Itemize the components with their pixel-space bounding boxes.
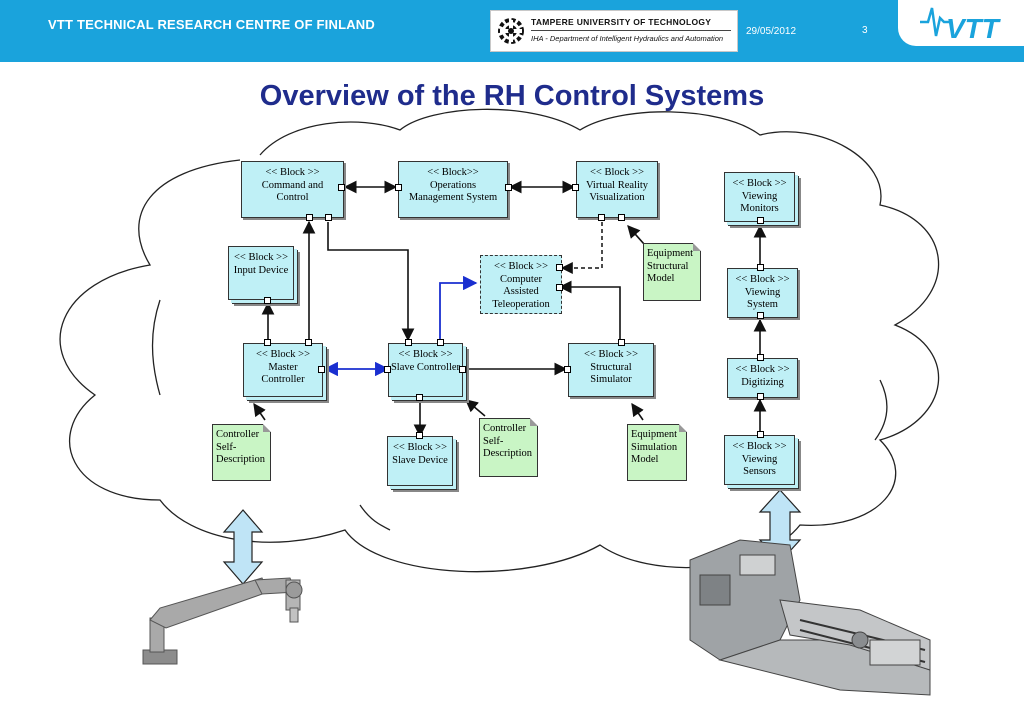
header-bar: VTT TECHNICAL RESEARCH CENTRE OF FINLAND… <box>0 0 1024 62</box>
slide-date: 29/05/2012 <box>746 26 797 37</box>
slide-page-number: 3 <box>862 25 868 36</box>
port <box>264 297 271 304</box>
note-equipment-structural-model: Equipment Structural Model <box>643 243 701 301</box>
port <box>395 184 402 191</box>
vtt-wordmark-icon: VTT <box>920 7 1002 44</box>
block-structural-simulator: << Block >> Structural Simulator <box>568 343 654 397</box>
port <box>757 393 764 400</box>
port <box>338 184 345 191</box>
connector-lines <box>253 180 767 438</box>
university-name: TAMPERE UNIVERSITY OF TECHNOLOGY <box>531 17 712 27</box>
port <box>459 366 466 373</box>
port <box>556 284 563 291</box>
port <box>505 184 512 191</box>
port <box>618 214 625 221</box>
port <box>325 214 332 221</box>
port <box>305 339 312 346</box>
port <box>306 214 313 221</box>
port <box>264 339 271 346</box>
block-command-and-control: << Block >> Command and Control <box>241 161 344 218</box>
dashed-connector <box>560 222 603 274</box>
cloud-outline <box>59 108 940 573</box>
port <box>757 264 764 271</box>
block-digitizing: << Block >> Digitizing <box>727 358 798 398</box>
port <box>757 354 764 361</box>
block-master-controller: << Block >> Master Controller <box>243 343 323 397</box>
port <box>437 339 444 346</box>
block-slave-controller: << Block >> Slave Controller <box>388 343 463 397</box>
block-input-device: << Block >> Input Device <box>228 246 294 300</box>
port <box>618 339 625 346</box>
port <box>564 366 571 373</box>
port <box>598 214 605 221</box>
block-virtual-reality: << Block >> Virtual Reality Visualizatio… <box>576 161 658 218</box>
robot-arm-image <box>142 577 303 665</box>
organization-name: VTT TECHNICAL RESEARCH CENTRE OF FINLAND <box>48 17 375 32</box>
note-controller-self-description-2: Controller Self- Description <box>479 418 538 477</box>
block-computer-assisted-teleoperation: << Block >> Computer Assisted Teleoperat… <box>480 255 562 314</box>
port <box>556 264 563 271</box>
port <box>384 366 391 373</box>
vtt-logo-text: VTT <box>946 13 1002 44</box>
gear-emblem-icon <box>498 18 524 44</box>
note-equipment-simulation-model: Equipment Simulation Model <box>627 424 687 481</box>
logo-divider <box>531 30 731 31</box>
port <box>405 339 412 346</box>
vtt-logo: VTT <box>898 0 1024 46</box>
block-viewing-monitors: << Block >> Viewing Monitors <box>724 172 795 222</box>
block-viewing-system: << Block >> Viewing System <box>727 268 798 318</box>
port <box>572 184 579 191</box>
port <box>757 431 764 438</box>
note-controller-self-description-1: Controller Self- Description <box>212 424 271 481</box>
block-operations-management: << Block>> Operations Management System <box>398 161 508 218</box>
blue-connector-lines <box>323 275 478 377</box>
block-viewing-sensors: << Block >> Viewing Sensors <box>724 435 795 485</box>
port <box>416 394 423 401</box>
slide-title: Overview of the RH Control Systems <box>259 80 765 112</box>
department-name: IHA - Department of Intelligent Hydrauli… <box>531 34 724 43</box>
port <box>757 217 764 224</box>
block-slave-device: << Block >> Slave Device <box>387 436 453 486</box>
manipulator-image <box>689 539 931 696</box>
double-arrow-left-icon <box>222 509 264 585</box>
port <box>757 312 764 319</box>
university-logo: TAMPERE UNIVERSITY OF TECHNOLOGY IHA - D… <box>490 10 738 52</box>
port <box>318 366 325 373</box>
port <box>416 432 423 439</box>
